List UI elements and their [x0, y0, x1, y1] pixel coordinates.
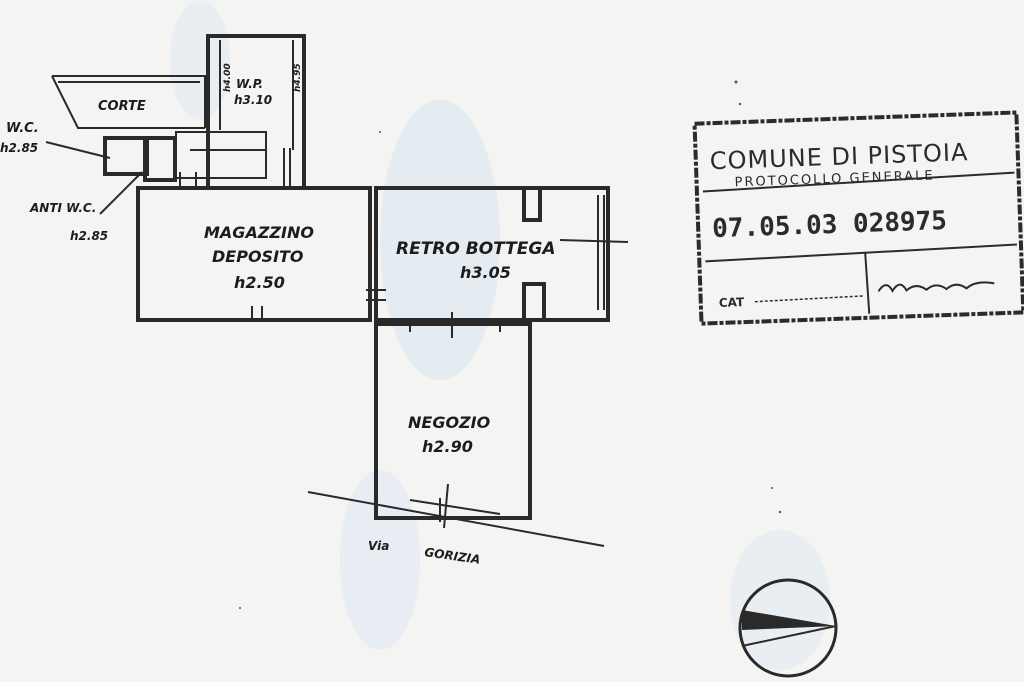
label-magazzino: MAGAZZINO	[204, 223, 314, 242]
protocol-stamp: COMUNE DI PISTOIA PROTOCOLLO GENERALE 07…	[692, 110, 1024, 326]
label-retro-height: h3.05	[460, 263, 511, 282]
label-wc: W.C.	[6, 121, 39, 136]
label-wp-side-right: h4.95	[293, 63, 303, 92]
room-labels: CORTE W.P. h3.10 h4.00 h4.95 W.C. h2.85 …	[0, 63, 555, 566]
label-corte: CORTE	[98, 99, 146, 114]
paper-tint	[170, 0, 830, 670]
label-anti-wc: ANTI W.C.	[29, 201, 96, 215]
label-magazzino-height: h2.50	[234, 273, 285, 292]
plan-walls	[45, 34, 629, 547]
label-anti-wc-height: h2.85	[70, 229, 108, 243]
stamp-cat: CAT	[719, 295, 746, 310]
label-deposito: DEPOSITO	[212, 247, 304, 266]
label-wp-height: h3.10	[234, 93, 272, 107]
label-negozio-height: h2.90	[422, 437, 473, 456]
label-wp-side-left: h4.00	[223, 63, 233, 92]
label-wc-height: h2.85	[0, 141, 38, 155]
photocopy-specks	[239, 80, 782, 609]
label-street-name: GORIZIA	[424, 545, 482, 567]
north-arrow-icon	[738, 578, 838, 678]
stamp-protocol-number: 07.05.03 028975	[712, 206, 948, 244]
label-retro-bottega: RETRO BOTTEGA	[396, 239, 555, 259]
label-wp: W.P.	[236, 77, 263, 91]
stamp-subtitle: PROTOCOLLO GENERALE	[734, 168, 934, 190]
label-negozio: NEGOZIO	[408, 413, 491, 432]
label-street-prefix: Via	[368, 539, 389, 553]
